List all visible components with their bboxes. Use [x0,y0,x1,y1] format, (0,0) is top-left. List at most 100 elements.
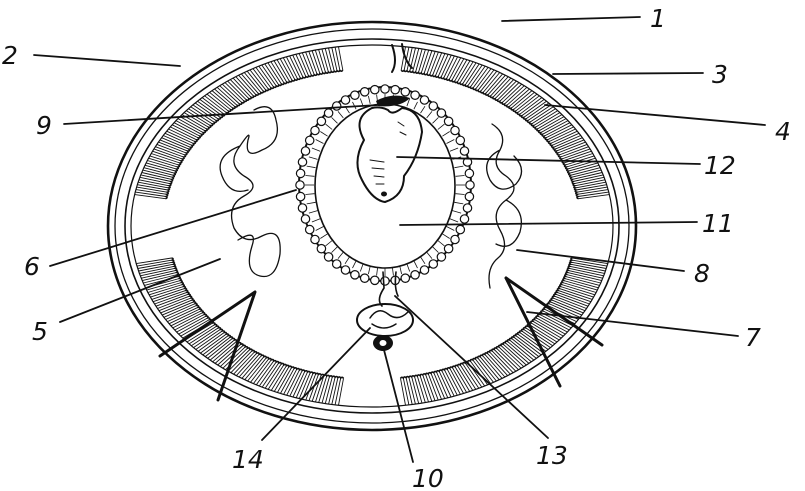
muscle-striation [142,169,173,178]
muscle-striation [480,70,498,92]
muscle-striation [472,359,491,384]
intestinal-cell [316,243,327,254]
muscle-striation [253,359,272,384]
muscle-striation [556,291,590,305]
muscle-striation [521,99,545,117]
intestinal-cell-border [337,251,344,259]
muscle-striation [273,60,288,83]
intestinal-cell [462,203,473,213]
muscle-striation [570,167,601,176]
muscle-striation [506,86,528,106]
muscle-striation [264,63,280,86]
leader-6 [49,189,297,267]
right-wedge [504,276,604,388]
muscle-striation [149,155,179,166]
labels: 1 2 3 4 5 6 7 8 9 10 11 12 13 14 [2,4,791,491]
muscle-striation [474,358,494,383]
muscle-striation [570,263,606,272]
muscle-layer [134,46,610,406]
intestinal-cell-border [308,210,318,214]
muscle-striation [150,286,184,298]
muscle-striation [252,68,269,90]
intestinal-cell-border [352,260,357,269]
muscle-striation [446,368,461,395]
intestinal-cell-border [446,139,455,144]
muscle-striation [211,90,234,109]
muscle-striation [292,371,306,398]
muscle-striation [561,148,591,160]
intestinal-cell-border [320,233,328,239]
muscle-striation [186,324,215,343]
muscle-striation [154,291,188,305]
intestinal-cell-border [420,256,426,265]
muscle-striation [140,267,176,277]
muscle-striation [258,361,277,387]
muscle-striation [305,51,315,75]
muscle-striation [289,55,301,79]
intestinal-cell-border [399,266,402,275]
intestinal-cell [464,168,475,179]
muscle-striation [454,59,468,82]
muscle-striation [277,367,292,393]
label-9: 9 [36,111,52,140]
muscle-striation [177,118,204,133]
muscle-striation [163,135,191,148]
leader-5 [59,258,221,323]
muscle-striation [438,371,452,398]
muscle-striation [562,282,597,293]
intestinal-cell [410,90,420,100]
muscle-striation [200,333,227,354]
intestinal-cell [316,116,327,127]
dorsal-cord [391,43,413,73]
muscle-striation [553,135,581,148]
muscle-striation [172,312,203,329]
intestinal-cell-border [455,175,465,177]
intestinal-cell-border [306,201,316,205]
muscle-striation [152,150,182,162]
muscle-striation [146,280,181,291]
muscle-striation [136,257,172,265]
muscle-striation [562,150,592,162]
muscle-striation [545,124,573,139]
muscle-striation [138,263,174,272]
muscle-striation [201,97,225,115]
intestinal-cell-border [337,111,344,119]
outer-cuticle [106,20,638,432]
muscle-striation [406,47,413,71]
muscle-striation [175,120,202,135]
intestinal-cell [295,191,306,202]
muscle-striation [209,339,235,361]
intestinal-cell-border [449,147,459,152]
muscle-striation [233,351,255,375]
muscle-striation [221,83,243,103]
muscle-striation [202,335,229,356]
intestinal-cell [295,168,306,179]
muscle-striation [301,52,312,76]
intestinal-cell [340,265,351,275]
muscle-striation [440,54,452,78]
ventral-organ [356,303,414,351]
muscle-striation [230,350,253,374]
intestinal-cell [297,203,308,213]
leader-9 [63,103,396,125]
muscle-striation [504,85,525,105]
muscle-striation [485,73,503,94]
intestinal-cell [436,252,447,262]
muscle-striation [270,365,287,391]
muscle-striation [136,259,173,267]
muscle-striation [405,377,413,405]
intestinal-cell-border [311,218,321,223]
intestinal-cell [380,84,390,94]
muscle-striation [574,179,606,187]
muscle-striation [462,363,480,389]
intestinal-cell-border [446,226,455,231]
muscle-striation [137,261,173,269]
muscle-striation [451,58,465,81]
muscle-outer-line [130,44,614,408]
muscle-striation [521,330,549,350]
intestinal-cell [295,180,305,190]
intestinal-cell-border [306,165,316,169]
muscle-striation [459,364,477,390]
muscle-striation [563,280,598,291]
muscle-striation [224,82,245,102]
